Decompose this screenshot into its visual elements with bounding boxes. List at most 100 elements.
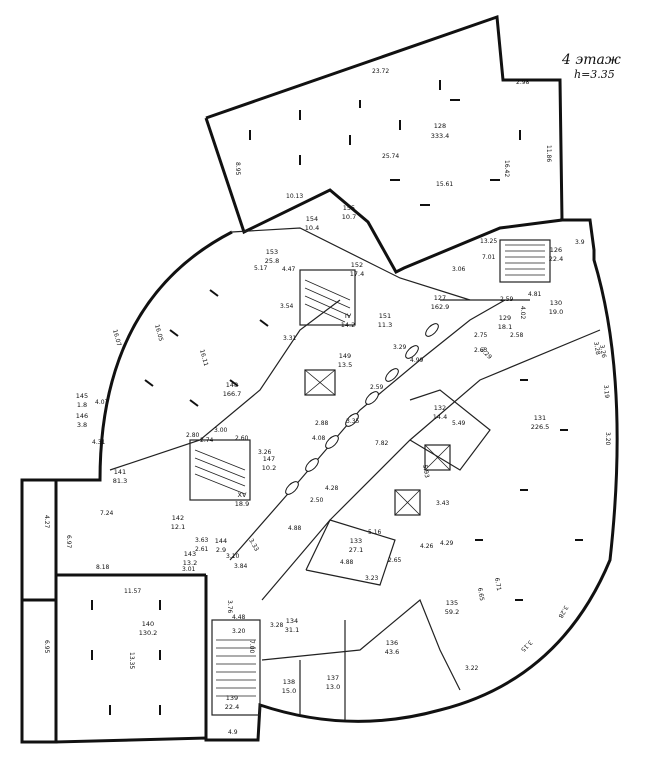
room-128-area: 333.4 (431, 132, 450, 140)
wall-room-132 (409, 389, 491, 471)
dim-label: 5.49 (452, 420, 466, 427)
room-136-number: 136 (386, 639, 398, 647)
room-133-area: 27.1 (349, 546, 363, 554)
dim-label: 3.28 (556, 604, 569, 619)
room-127-area: 162.9 (431, 303, 450, 311)
room-128-number: 128 (434, 122, 446, 130)
dim-label: 3.54 (280, 303, 294, 310)
dim-label: 3.84 (234, 563, 248, 570)
dim-label: 16.05 (153, 324, 164, 343)
room-142-number: 142 (172, 514, 184, 522)
floor-title: 4 этаж (562, 52, 621, 68)
dim-label: 3.06 (452, 266, 466, 273)
room-152-area: 17.4 (350, 270, 364, 278)
room-131-area: 226.5 (531, 423, 550, 431)
room-135-number: 135 (446, 599, 458, 607)
dim-label: 7.01 (482, 254, 496, 261)
dim-label: 2.88 (315, 420, 329, 427)
dim-label: 4.9 (228, 729, 238, 736)
room-126-area: 22.4 (549, 255, 563, 263)
wall-room-133 (305, 519, 396, 586)
dim-label: 3.63 (195, 537, 209, 544)
corridor-columns (285, 323, 439, 495)
dim-label: 3.15 (519, 639, 534, 654)
dim-label: 11.86 (545, 145, 552, 162)
room-143-area: 13.2 (183, 559, 197, 567)
room-xv-number: XV (238, 491, 247, 499)
dim-label: 5.17 (254, 265, 268, 272)
outer-walls (20, 14, 619, 744)
room-135-area: 59.2 (445, 608, 459, 616)
room-154-area: 10.4 (305, 224, 319, 232)
room-130-number: 130 (550, 299, 562, 307)
dim-label: 7.00 (248, 640, 255, 654)
dim-label: 23.72 (372, 68, 389, 75)
room-144-area: 2.9 (216, 546, 226, 554)
room-139-number: 139 (226, 694, 238, 702)
wall-inner-west (109, 299, 341, 471)
stair-box-iv (299, 269, 356, 326)
stairs (194, 244, 545, 697)
room-155-number: 155 (343, 204, 355, 212)
floor-height-label: h=3.35 (574, 68, 615, 81)
dim-label: 3.76 (226, 600, 233, 614)
room-139-area: 22.4 (225, 703, 239, 711)
elevator-shaft-1 (304, 369, 336, 396)
room-137-number: 137 (327, 674, 339, 682)
room-labels: 128 333.4 126 22.4 127 162.9 129 18.1 13… (76, 122, 563, 711)
dim-label: 2.74 (200, 437, 214, 444)
room-132-number: 132 (434, 404, 446, 412)
elevator-shafts (304, 369, 451, 516)
wall-inner-center (229, 299, 506, 561)
dim-label: 3.35 (346, 418, 360, 425)
dim-label: 4.02 (519, 306, 526, 320)
dim-label: 2.59 (500, 296, 514, 303)
dim-label: 3.33 (247, 538, 260, 553)
dim-label: 2.63 (474, 347, 488, 354)
room-146-number: 146 (76, 412, 88, 420)
room-134-number: 134 (286, 617, 298, 625)
room-126-number: 126 (550, 246, 562, 254)
dim-label: 3.31 (283, 335, 297, 342)
stair-box-139 (211, 619, 261, 716)
dim-label: 4.88 (340, 559, 354, 566)
wall-inner-north (231, 227, 471, 301)
dim-label: 3.29 (393, 344, 407, 351)
dim-label: 2.59 (370, 384, 384, 391)
dim-label: 2.61 (195, 546, 209, 553)
dim-label: 16.11 (198, 349, 209, 368)
room-149-area: 13.5 (338, 361, 352, 369)
dim-label: 8.18 (96, 564, 110, 571)
room-149-number: 149 (339, 352, 351, 360)
dim-label: 4.07 (95, 399, 109, 406)
room-140-number: 140 (142, 620, 154, 628)
dim-label: 3.23 (365, 575, 379, 582)
dim-label: 16.07 (111, 329, 122, 348)
dim-label: 4.88 (288, 525, 302, 532)
stair-139 (216, 639, 256, 697)
room-144-number: 144 (215, 537, 227, 545)
dim-label: 2.58 (510, 332, 524, 339)
room-140-area: 130.2 (139, 629, 158, 637)
dim-label: 6.65 (476, 587, 485, 602)
dim-label: 6.97 (65, 535, 72, 549)
dim-label: 6.95 (43, 640, 50, 654)
dim-label: 15.61 (436, 181, 453, 188)
room-129-number: 129 (499, 314, 511, 322)
stair-iv (304, 279, 351, 323)
dim-label: 7.82 (375, 440, 389, 447)
dim-label: 2.50 (310, 497, 324, 504)
dim-label: 3.28 (592, 341, 601, 356)
dim-label: 2.80 (186, 432, 200, 439)
dim-label: 13.25 (480, 238, 497, 245)
dimension-labels: 23.72 2.98 25.74 16.42 11.86 8.95 15.61 … (43, 68, 611, 736)
wall-south-rooms (261, 599, 461, 691)
room-146-area: 3.8 (77, 421, 87, 429)
dim-label: 6.71 (493, 577, 502, 592)
elevator-shaft-2 (424, 444, 451, 471)
room-145-area: 1.8 (77, 401, 87, 409)
room-153-area: 25.8 (265, 257, 279, 265)
room-151-number: 151 (379, 312, 391, 320)
dim-label: 3.00 (214, 427, 228, 434)
